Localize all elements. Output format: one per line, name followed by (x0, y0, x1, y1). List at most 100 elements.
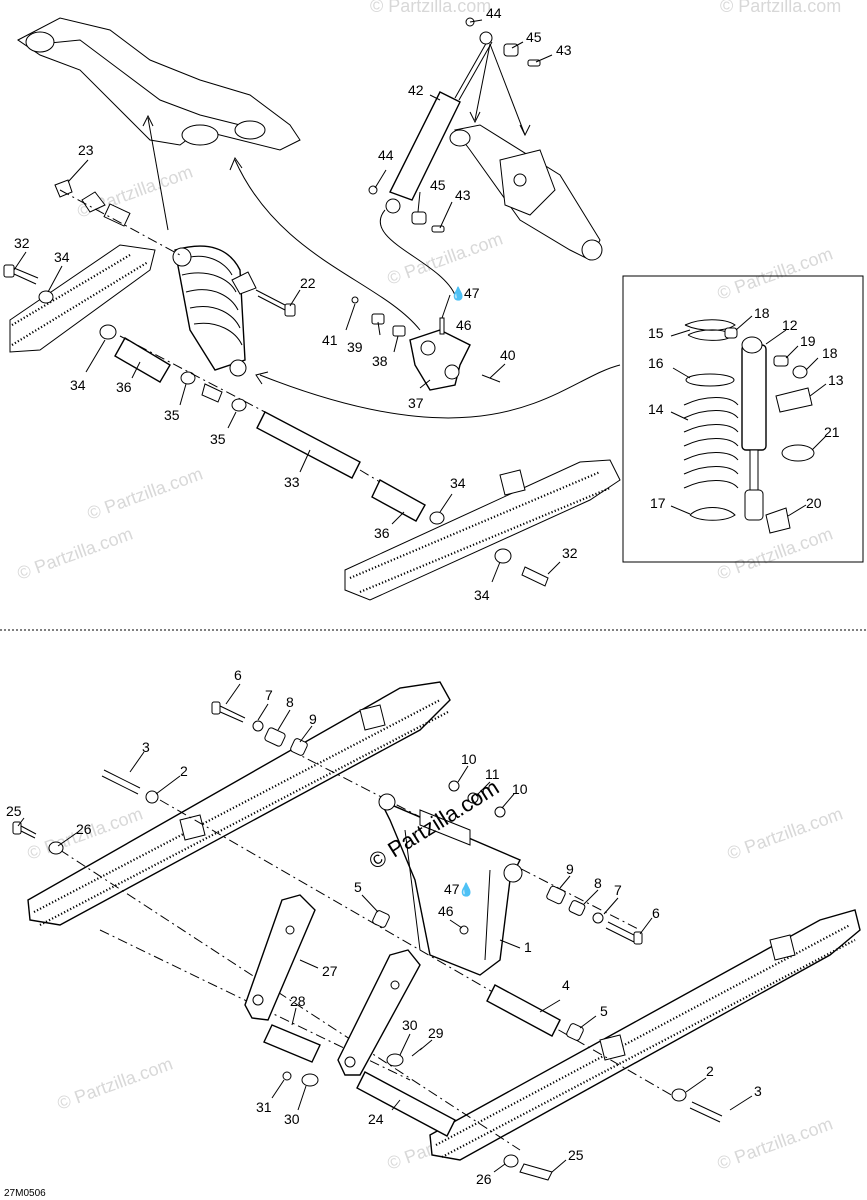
part-label: 2 (180, 763, 188, 779)
watermark: © Partzilla.com (55, 1053, 176, 1113)
part-label: 26 (76, 821, 92, 837)
part-label: 33 (284, 474, 300, 490)
watermark: © Partzilla.com (370, 0, 491, 16)
frame-crossmember-top-left (17, 17, 301, 151)
part-label: 5 (600, 1003, 608, 1019)
part-label: 12 (782, 317, 798, 333)
part-label: 13 (828, 372, 844, 388)
part-label: 15 (648, 325, 664, 341)
part-label: 8 (594, 875, 602, 891)
skid-rail-right-upper (344, 459, 621, 601)
part-label: 28 (290, 993, 306, 1009)
watermark: © Partzilla.com (720, 0, 841, 16)
part-label: 22 (300, 275, 316, 291)
drawing-code: 27M0506 (4, 1188, 46, 1199)
bolt-3-left (12, 769, 159, 855)
part-label: 44 (486, 5, 502, 21)
part-label: 7 (265, 687, 273, 703)
part-label: 3 (754, 1083, 762, 1099)
part-labels-bottom: 6 7 8 9 3 2 10 11 10 25 26 9 8 7 6 5 💧 4… (6, 667, 762, 1187)
part-label: 10 (461, 751, 477, 767)
part-label: 3 (142, 739, 150, 755)
part-label: 26 (476, 1171, 492, 1187)
part-label: 29 (428, 1025, 444, 1041)
part-label: 43 (455, 187, 471, 203)
rear-shock-absorber (368, 17, 541, 233)
part-label: 38 (372, 353, 388, 369)
part-label: 44 (378, 147, 394, 163)
part-label: 31 (256, 1099, 272, 1115)
drop-icon: 💧 (450, 286, 466, 302)
bolt-32-left (3, 264, 117, 340)
bracket-37 (351, 296, 501, 391)
part-label: 45 (526, 29, 542, 45)
bolt-22 (231, 271, 296, 317)
part-label: 32 (14, 235, 30, 251)
part-label: 14 (648, 401, 664, 417)
part-label: 47 (444, 881, 460, 897)
watermark: © Partzilla.com (385, 228, 506, 288)
shafts-28-24 (263, 1024, 456, 1137)
link-arms-27 (244, 894, 421, 1076)
part-label: 10 (512, 781, 528, 797)
hardware-6-9-right (546, 885, 643, 945)
front-arm-1 (378, 780, 523, 976)
part-label: 6 (652, 905, 660, 921)
part-label: 34 (474, 587, 490, 603)
part-label: 18 (822, 345, 838, 361)
part-label: 17 (650, 495, 666, 511)
watermark: © Partzilla.com (75, 161, 196, 221)
skid-rail-right-lower (429, 909, 861, 1161)
part-label: 41 (322, 332, 338, 348)
part-label: 36 (374, 525, 390, 541)
part-label: 4 (562, 977, 570, 993)
part-label: 32 (562, 545, 578, 561)
part-label: 43 (556, 42, 572, 58)
bolt-32-right (494, 548, 549, 587)
axle-33 (119, 335, 361, 479)
part-label: 24 (368, 1111, 384, 1127)
part-label: 40 (500, 347, 516, 363)
skid-rail-left-lower (27, 681, 451, 926)
part-label: 19 (800, 333, 816, 349)
drop-icon: 💧 (458, 882, 474, 898)
spacer-36-upper (114, 337, 247, 412)
watermark: © Partzilla.com (85, 463, 206, 523)
part-label: 20 (806, 495, 822, 511)
part-label: 9 (566, 861, 574, 877)
part-labels-top: 44 45 43 42 44 45 43 23 32 34 22 47 💧 46… (14, 5, 844, 603)
part-label: 18 (754, 305, 770, 321)
leader-lines (13, 19, 827, 1173)
part-label: 9 (309, 711, 317, 727)
part-label: 30 (284, 1111, 300, 1127)
part-label: 27 (322, 963, 338, 979)
part-label: 34 (70, 377, 86, 393)
part-label: 46 (438, 903, 454, 919)
part-label: 6 (234, 667, 242, 683)
part-label: 11 (485, 766, 500, 782)
axle-4 (372, 910, 584, 1041)
watermark: © Partzilla.com (15, 523, 136, 583)
part-label: 34 (450, 475, 466, 491)
watermark: © Partzilla.com (715, 243, 836, 303)
shock-detail-inset (622, 275, 864, 563)
part-label: 34 (54, 249, 70, 265)
part-label: 7 (614, 882, 622, 898)
part-label: 1 (524, 939, 532, 955)
bolt-3-right (503, 1088, 723, 1181)
assembly-arrows (142, 43, 621, 419)
part-label: 45 (430, 177, 446, 193)
part-label: 8 (286, 694, 294, 710)
watermark: © Partzilla.com (715, 1113, 836, 1173)
part-label: 35 (164, 407, 180, 423)
front-shock-spring (172, 245, 247, 377)
part-label: 23 (78, 142, 94, 158)
part-label: 37 (408, 395, 424, 411)
part-label: 35 (210, 431, 226, 447)
part-label: 39 (347, 339, 363, 355)
watermark: © Partzilla.com (725, 803, 846, 863)
spacer-36-lower (359, 469, 445, 525)
part-label: 16 (648, 355, 664, 371)
part-label: 25 (6, 803, 22, 819)
